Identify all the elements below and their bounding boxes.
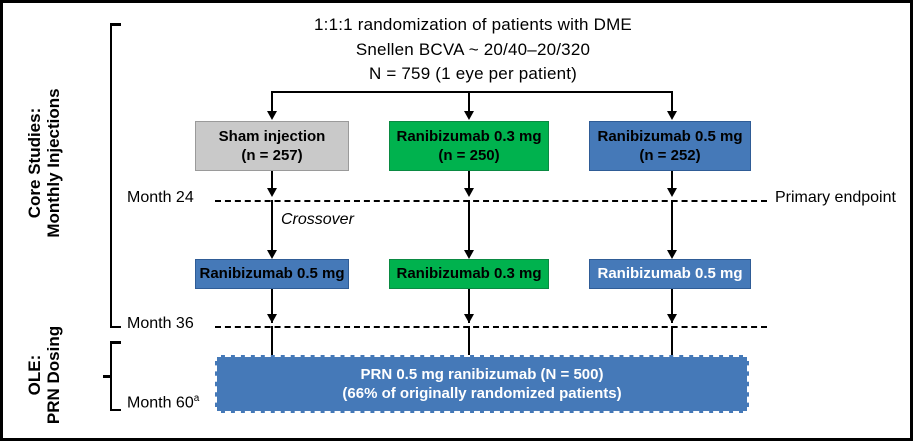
ole-label-line-1: OLE: <box>25 354 44 396</box>
arm-ranibizumab-03-line-2: (n = 250) <box>438 147 500 164</box>
arrowhead-crossover-03-month36 <box>463 314 474 323</box>
randomization-header: 1:1:1 randomization of patients with DME… <box>203 13 743 87</box>
month-36-label: Month 36 <box>127 315 194 332</box>
month-36-rule <box>215 326 767 328</box>
connector-sham-to-ole <box>271 326 273 355</box>
connector-crossover-05-to-month36 <box>671 289 673 323</box>
arm-box-ranibizumab-03[interactable]: Ranibizumab 0.3 mg (n = 250) <box>389 121 549 171</box>
arrowhead-sham-crossover <box>266 250 277 259</box>
ole-bracket-nub <box>103 375 112 378</box>
month-24-rule <box>215 200 767 202</box>
month-60-text: Month 60 <box>127 394 194 412</box>
connector-sham-to-month24 <box>271 171 273 193</box>
core-studies-label-line-1: Core Studies: <box>25 107 44 219</box>
arrowhead-sham-month24 <box>266 188 277 197</box>
primary-endpoint-label: Primary endpoint <box>775 189 896 206</box>
arm-box-sham[interactable]: Sham injection (n = 257) <box>195 121 349 171</box>
ole-prn-line-2: (66% of originally randomized patients) <box>342 385 622 402</box>
arrowhead-r03-month24 <box>463 188 474 197</box>
connector-r03-to-ole <box>468 326 470 355</box>
arrowhead-r05-crossover <box>666 250 677 259</box>
arm-sham-line-2: (n = 257) <box>241 147 303 164</box>
core-studies-label-line-2: Monthly Injections <box>44 88 64 238</box>
connector-r03-to-crossover <box>468 200 470 256</box>
ole-label-line-2: PRN Dosing <box>44 325 64 425</box>
ole-prn-line-1: PRN 0.5 mg ranibizumab (N = 500) <box>360 365 604 383</box>
header-line-1: 1:1:1 randomization of patients with DME <box>314 15 632 34</box>
connector-to-ranibizumab-05 <box>671 91 673 113</box>
crossover-box-sham-to-05[interactable]: Ranibizumab 0.5 mg <box>195 259 349 289</box>
ole-bracket <box>103 341 121 411</box>
arm-ranibizumab-05-line-2: (n = 252) <box>639 147 701 164</box>
arrowhead-r03-crossover <box>463 250 474 259</box>
crossover-sham-to-05-label: Ranibizumab 0.5 mg <box>199 265 345 283</box>
arrowhead-crossover-05-month36 <box>666 314 677 323</box>
connector-to-ranibizumab-03 <box>468 91 470 113</box>
connector-crossover-03-to-month36 <box>468 289 470 323</box>
arm-box-ranibizumab-05[interactable]: Ranibizumab 0.5 mg (n = 252) <box>589 121 751 171</box>
arm-ranibizumab-05-line-1: Ranibizumab 0.5 mg <box>597 127 743 145</box>
arrowhead-to-ranibizumab-05 <box>666 111 677 120</box>
core-studies-bracket <box>110 23 121 328</box>
header-line-2: Snellen BCVA ~ 20/40–20/320 <box>355 39 591 59</box>
crossover-box-03[interactable]: Ranibizumab 0.3 mg <box>389 259 549 289</box>
header-line-3: N = 759 (1 eye per patient) <box>368 64 578 84</box>
arrowhead-r05-month24 <box>666 188 677 197</box>
connector-r05-to-crossover <box>671 200 673 256</box>
connector-sham-to-crossover <box>271 200 273 256</box>
month-60-footnote-marker: a <box>193 393 200 404</box>
arm-sham-line-1: Sham injection <box>218 127 326 145</box>
arrowhead-to-sham <box>266 111 277 120</box>
core-studies-label: Core Studies: Monthly Injections <box>25 18 63 308</box>
connector-r05-to-ole <box>671 326 673 355</box>
crossover-box-05[interactable]: Ranibizumab 0.5 mg <box>589 259 751 289</box>
crossover-05-label: Ranibizumab 0.5 mg <box>597 265 743 283</box>
randomization-distributor-bar <box>271 91 673 93</box>
month-60-label: Month 60a <box>127 393 199 412</box>
connector-r03-to-month24 <box>468 171 470 193</box>
arrowhead-crossover-sham-month36 <box>266 314 277 323</box>
crossover-03-label: Ranibizumab 0.3 mg <box>396 265 542 283</box>
month-24-label: Month 24 <box>127 189 194 206</box>
ole-prn-box[interactable]: PRN 0.5 mg ranibizumab (N = 500) (66% of… <box>215 355 749 413</box>
ole-label: OLE: PRN Dosing <box>25 315 63 435</box>
connector-to-sham <box>271 91 273 113</box>
arm-ranibizumab-03-line-1: Ranibizumab 0.3 mg <box>396 127 542 145</box>
crossover-label: Crossover <box>281 211 354 228</box>
connector-crossover-sham-to-month36 <box>271 289 273 323</box>
arrowhead-to-ranibizumab-03 <box>463 111 474 120</box>
connector-r05-to-month24 <box>671 171 673 193</box>
